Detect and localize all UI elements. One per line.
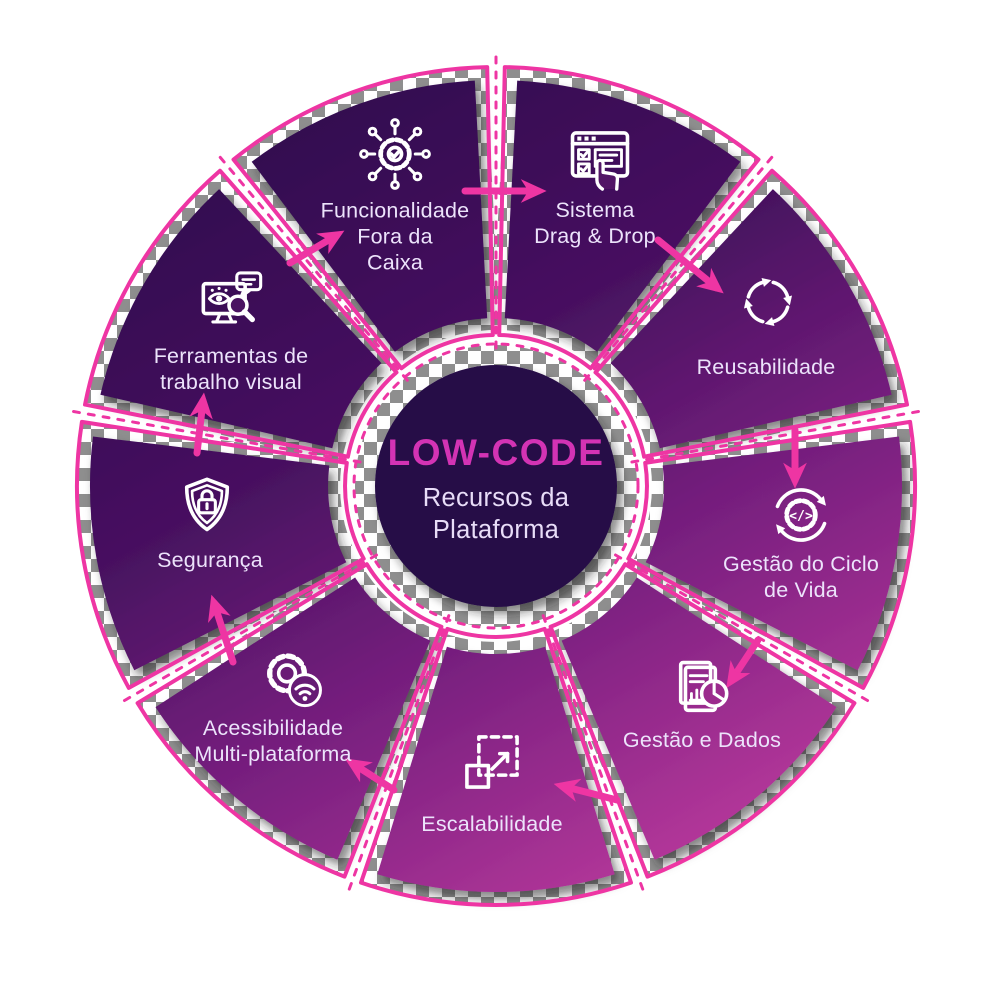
- segment-outline-escalabilidade: [359, 626, 633, 907]
- segment-outline-funcionalidade-fora-caixa: [231, 65, 495, 371]
- center-halo: [355, 345, 637, 627]
- gap-dashed-line: [218, 155, 409, 382]
- segment-wedge-ferramentas-trabalho-visual: [100, 189, 382, 449]
- flow-arrow-2: [654, 236, 724, 294]
- segment-wedge-funcionalidade-fora-caixa: [251, 80, 488, 352]
- flow-arrow-6: [344, 758, 398, 794]
- segment-wedge-gestao-ciclo-vida: [645, 436, 903, 671]
- segment-outline-sistema-drag-drop: [497, 65, 761, 371]
- flow-arrow-4: [726, 636, 762, 689]
- center-dashed-ring: [352, 342, 640, 630]
- segment-outline-ferramentas-trabalho-visual: [83, 168, 399, 459]
- gap-dashed-line: [122, 553, 378, 703]
- gap-dashed-line: [71, 409, 362, 464]
- gap-dashed-line: [583, 155, 774, 382]
- segment-wedge-seguranca: [89, 436, 347, 671]
- segment-wedge-sistema-drag-drop: [504, 80, 741, 352]
- segment-outline-gestao-ciclo-vida: [626, 419, 918, 690]
- segment-wedge-acessibilidade-multiplataforma: [155, 577, 431, 860]
- flow-arrow-8: [189, 392, 213, 457]
- segment-outline-gestao-dados: [548, 562, 857, 879]
- gap-dashed-line: [541, 614, 645, 892]
- segment-outline-reusabilidade: [593, 168, 909, 459]
- flow-arrow-5: [553, 778, 621, 804]
- gap-dashed-line: [614, 553, 870, 703]
- gap-dashed-line: [630, 409, 921, 464]
- segment-outline-acessibilidade-multiplataforma: [135, 562, 444, 879]
- segment-wedge-gestao-dados: [561, 577, 837, 860]
- gap-dashed-line: [347, 614, 451, 892]
- center-circle: [375, 365, 617, 607]
- flow-arrow-7: [208, 594, 237, 666]
- segment-outline-seguranca: [74, 419, 366, 690]
- flow-arrow-9: [286, 230, 345, 267]
